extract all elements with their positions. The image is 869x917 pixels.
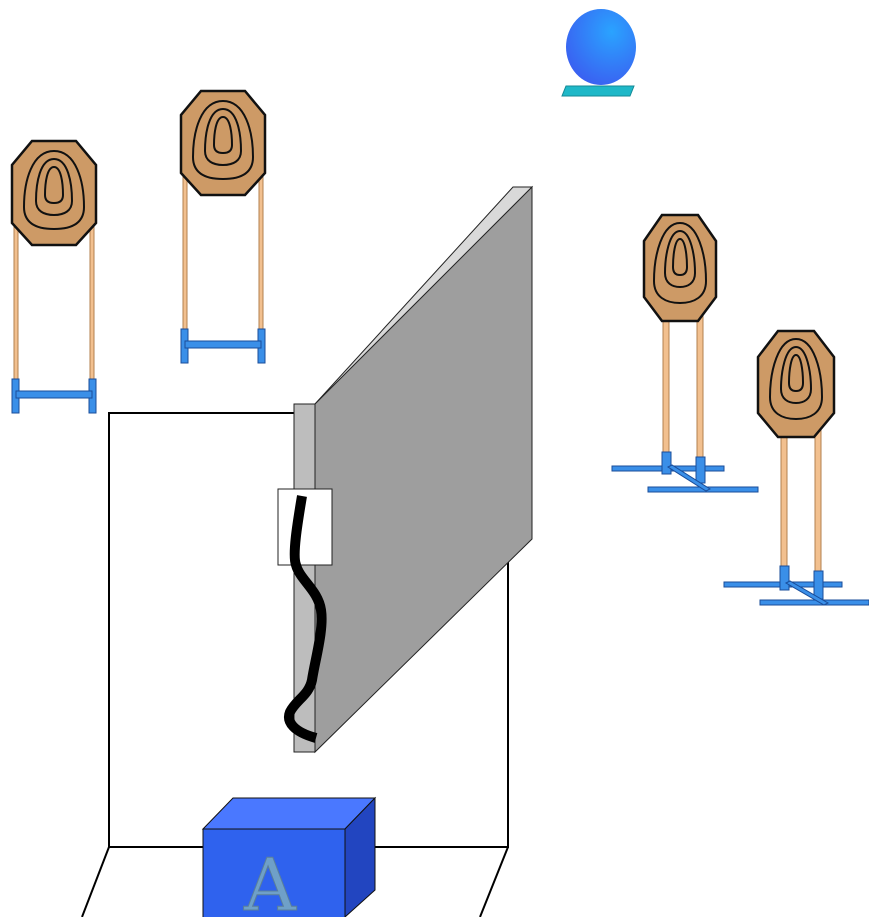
paper-target-icon (611, 213, 759, 493)
target-stand-base (611, 451, 759, 493)
popper-icon (561, 9, 636, 97)
wall-face (314, 185, 533, 754)
popper-base (561, 85, 635, 97)
start-box-label: A (243, 843, 297, 917)
target-stand-base (180, 328, 266, 364)
rope-icon (284, 495, 327, 743)
target-stand-base (11, 378, 97, 414)
start-box-front (202, 828, 346, 917)
start-box-icon: A (201, 796, 377, 917)
paper-target-icon (723, 329, 869, 606)
popper-plate (566, 9, 636, 85)
paper-target-icon (179, 89, 267, 364)
paper-target-icon (10, 139, 98, 414)
wall-icon (293, 185, 534, 754)
target-stand-base (723, 565, 869, 606)
